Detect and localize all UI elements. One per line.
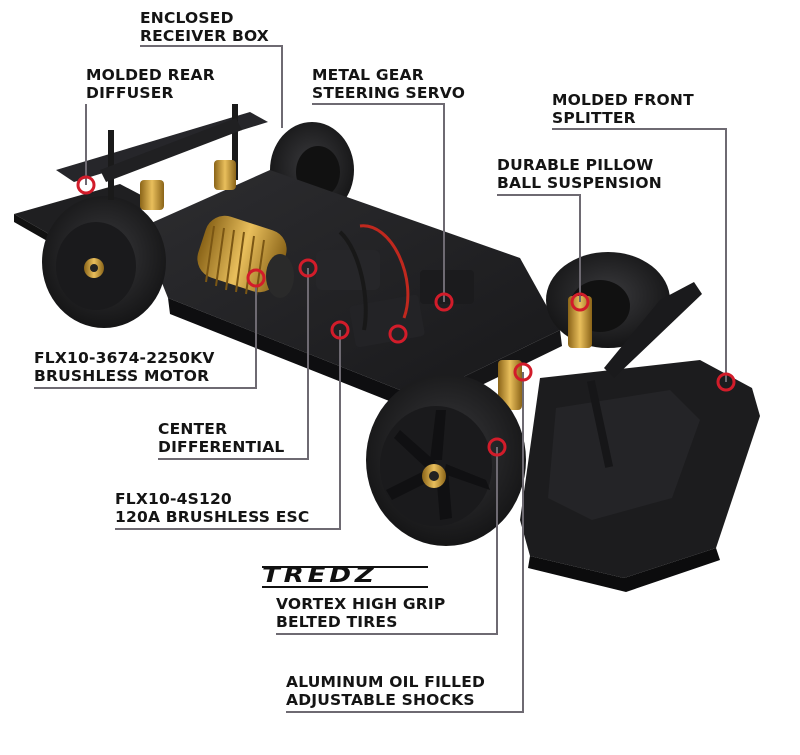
- leader-differential: [158, 268, 309, 460]
- tredz-logo-bottom-rule: [262, 586, 428, 588]
- callout-markers: [76, 175, 736, 457]
- leader-esc: [115, 330, 341, 530]
- callout-differential-label: CENTER DIFFERENTIAL: [158, 420, 285, 456]
- shocks-label-line-1: ALUMINUM OIL FILLED: [286, 673, 486, 691]
- brushless-motor: [197, 215, 294, 298]
- esc-label-line-1: FLX10-4S120: [115, 490, 232, 508]
- leader-servo: [312, 103, 445, 302]
- marker-esc: [330, 320, 350, 340]
- splitter-label-line-2: SPLITTER: [552, 109, 636, 127]
- marker-splitter: [716, 372, 736, 392]
- front-left-tire: [366, 374, 526, 546]
- callout-leader-lines: [34, 45, 727, 713]
- callout-servo-label: METAL GEAR STEERING SERVO: [312, 66, 465, 102]
- diffuser-label-line-1: MOLDED REAR: [86, 66, 215, 84]
- differential-label-line-1: CENTER: [158, 420, 228, 438]
- callout-diffuser-label: MOLDED REAR DIFFUSER: [86, 66, 215, 102]
- suspension-label-line-1: DURABLE PILLOW: [497, 156, 654, 174]
- tredz-logo-text: TREDZ: [262, 563, 378, 587]
- callout-splitter-label: MOLDED FRONT SPLITTER: [552, 91, 694, 127]
- marker-motor: [246, 268, 266, 288]
- diffuser-label-line-2: DIFFUSER: [86, 84, 174, 102]
- splitter-label-line-1: MOLDED FRONT: [552, 91, 694, 109]
- rear-shock-tower: [100, 104, 242, 210]
- suspension-label-line-2: BALL SUSPENSION: [497, 174, 662, 192]
- front-splitter: [520, 360, 760, 592]
- leader-suspension: [497, 194, 581, 302]
- leader-splitter: [552, 128, 727, 382]
- marker-servo: [434, 292, 454, 312]
- callout-suspension-label: DURABLE PILLOW BALL SUSPENSION: [497, 156, 662, 192]
- callout-motor-label: FLX10-3674-2250KV BRUSHLESS MOTOR: [34, 349, 215, 385]
- leader-motor: [34, 285, 257, 389]
- callout-esc-label: FLX10-4S120 120A BRUSHLESS ESC: [115, 490, 309, 526]
- callout-tires-label: VORTEX HIGH GRIP BELTED TIRES: [276, 595, 445, 631]
- leader-receiver: [140, 45, 283, 128]
- marker-receiver-box: [388, 324, 408, 344]
- marker-suspension: [570, 292, 590, 312]
- marker-receiver: [298, 258, 318, 278]
- callout-receiver-label: ENCLOSED RECEIVER BOX: [140, 9, 269, 45]
- rear-left-tire: [42, 196, 166, 328]
- motor-label-line-2: BRUSHLESS MOTOR: [34, 367, 210, 385]
- shocks-label-line-2: ADJUSTABLE SHOCKS: [286, 691, 475, 709]
- marker-tires: [487, 437, 507, 457]
- tredz-logo: TREDZ: [262, 563, 428, 588]
- esc-label-line-2: 120A BRUSHLESS ESC: [115, 508, 310, 526]
- leader-shocks: [286, 372, 524, 713]
- receiver-label-line-1: ENCLOSED: [140, 9, 234, 27]
- receiver-label-line-2: RECEIVER BOX: [140, 27, 269, 45]
- servo-label-line-1: METAL GEAR: [312, 66, 424, 84]
- leader-tires: [276, 447, 498, 635]
- tires-label-line-1: VORTEX HIGH GRIP: [276, 595, 446, 613]
- motor-label-line-1: FLX10-3674-2250KV: [34, 349, 215, 367]
- tires-label-line-2: BELTED TIRES: [276, 613, 398, 631]
- marker-diffuser: [76, 175, 96, 195]
- differential-label-line-2: DIFFERENTIAL: [158, 438, 285, 456]
- callout-shocks-label: ALUMINUM OIL FILLED ADJUSTABLE SHOCKS: [286, 673, 485, 709]
- marker-shocks: [513, 362, 533, 382]
- tredz-logo-top-rule: [262, 566, 428, 568]
- servo-label-line-2: STEERING SERVO: [312, 84, 466, 102]
